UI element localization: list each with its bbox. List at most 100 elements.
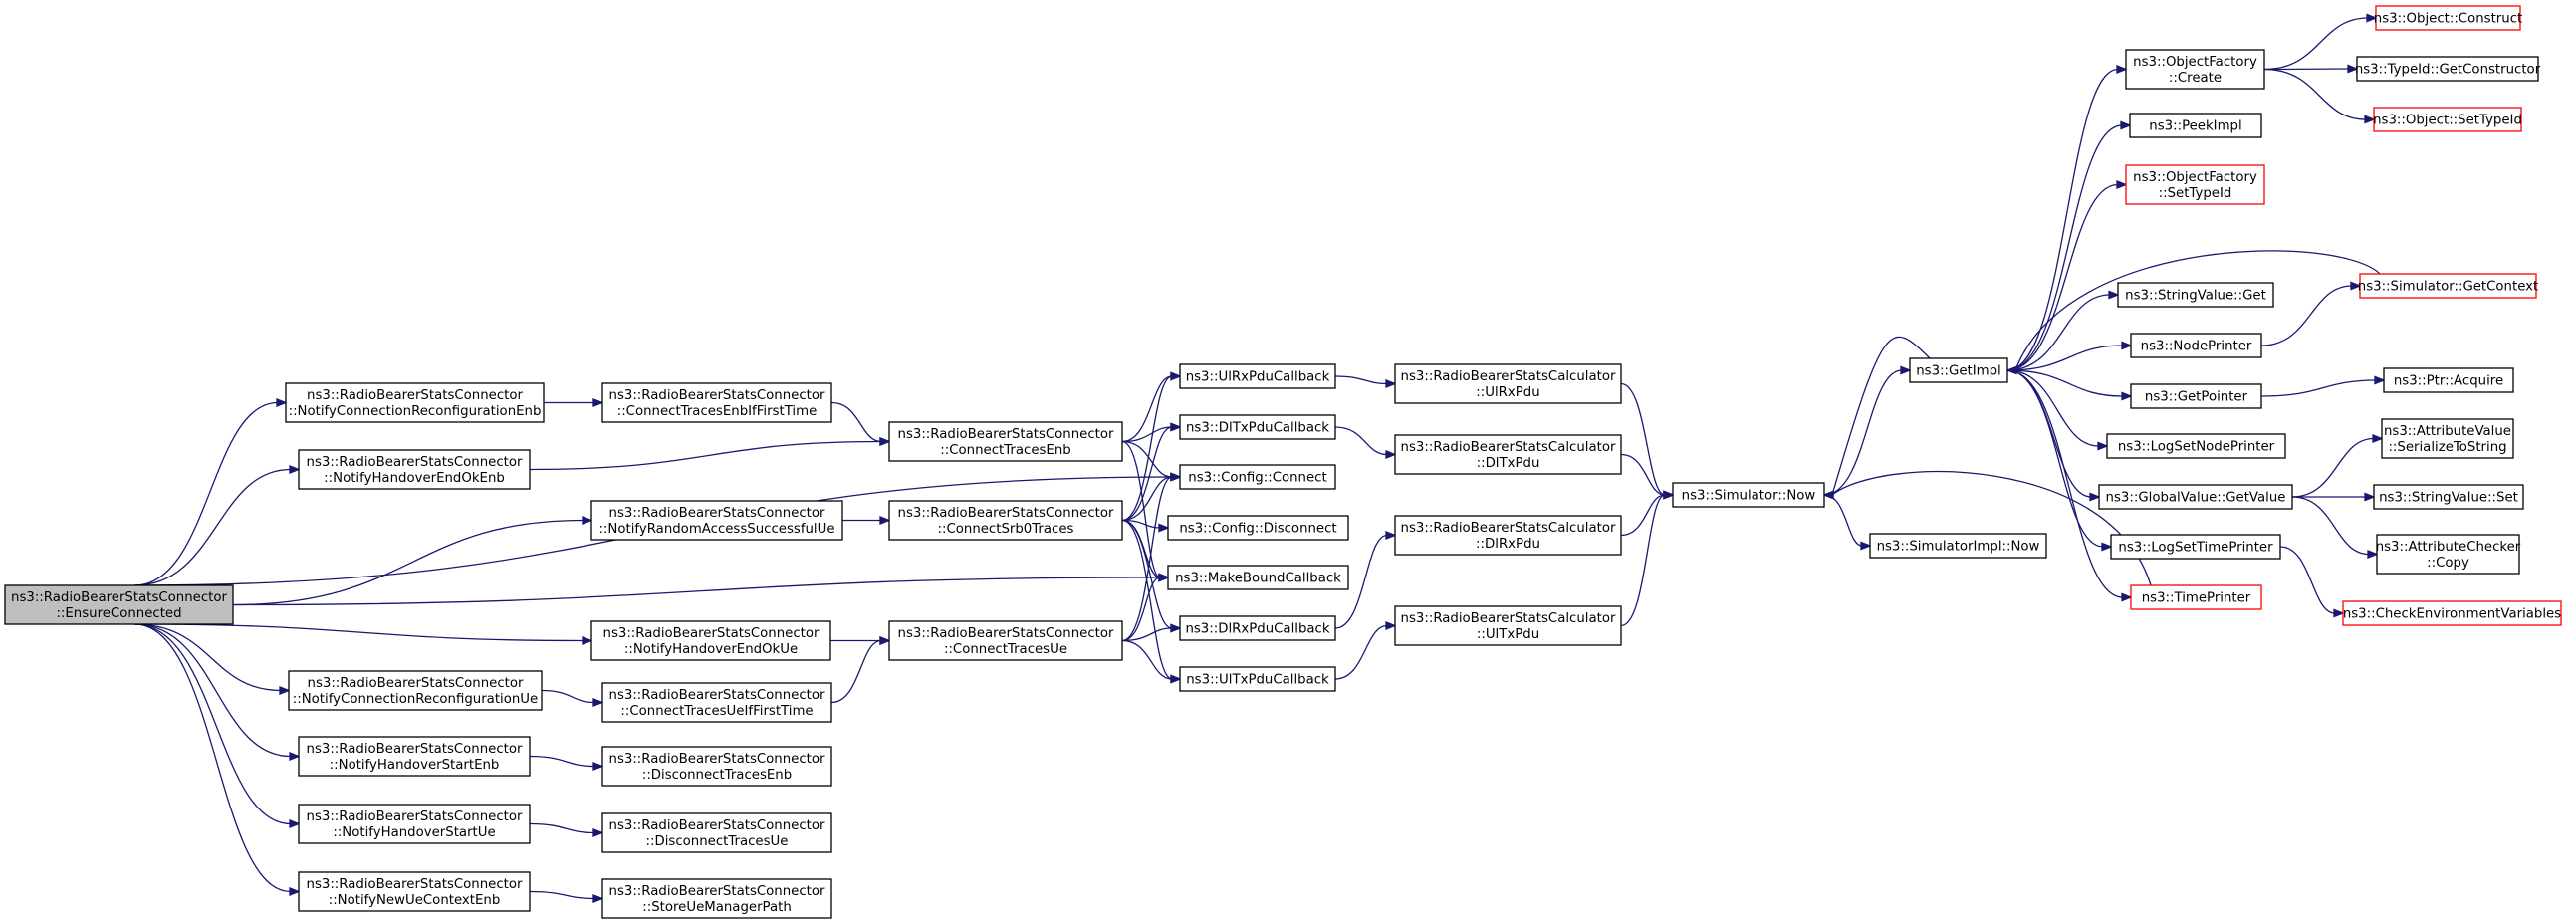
graph-node-getPointer[interactable]: ns3::GetPointer: [2130, 383, 2262, 409]
graph-node-simImplNow[interactable]: ns3::SimulatorImpl::Now: [1869, 533, 2047, 559]
node-box: [2376, 534, 2520, 575]
graph-node-timePrinter[interactable]: ns3::TimePrinter: [2130, 584, 2262, 610]
edge-nNewUeCtx-to-storeUe: [529, 890, 595, 900]
edge-arrowhead: [2347, 64, 2359, 74]
node-label: ::StoreUeManagerPath: [642, 900, 792, 915]
node-label: ns3::RadioBearerStatsConnector: [609, 884, 825, 899]
node-label: ns3::AttributeValue: [2384, 424, 2511, 439]
graph-node-mkBound[interactable]: ns3::MakeBoundCallback: [1167, 565, 1349, 590]
edge-arrowhead: [2333, 608, 2345, 618]
edge-ulRxCb-to-calcUlRx: [1334, 375, 1388, 385]
edge-calcDlTx-to-simNow: [1620, 453, 1666, 496]
graph-node-nNewUeCtx[interactable]: ns3::RadioBearerStatsConnector::NotifyNe…: [298, 871, 531, 912]
graph-node-cEnb[interactable]: ns3::RadioBearerStatsConnector::ConnectT…: [888, 421, 1123, 462]
node-label: ns3::UlRxPduCallback: [1186, 370, 1330, 385]
graph-node-nConnRecEnb[interactable]: ns3::RadioBearerStatsConnector::NotifyCo…: [285, 382, 545, 423]
edge-arrowhead: [279, 686, 291, 695]
node-label: ::ConnectTracesEnbIfFirstTime: [617, 404, 818, 419]
graph-node-strValSet[interactable]: ns3::StringValue::Set: [2373, 484, 2524, 510]
graph-node-dlRxCb[interactable]: ns3::DlRxPduCallback: [1179, 615, 1336, 641]
graph-node-calcUlTx[interactable]: ns3::RadioBearerStatsCalculator::UlTxPdu: [1394, 605, 1622, 646]
graph-node-objFactCreate[interactable]: ns3::ObjectFactory::Create: [2125, 49, 2265, 90]
edge-arrowhead: [289, 752, 301, 761]
edge-arrowhead: [2350, 281, 2362, 291]
node-box: [888, 500, 1123, 541]
graph-node-attrChkCopy[interactable]: ns3::AttributeChecker::Copy: [2376, 534, 2521, 575]
edge-cSrb0-to-cfgDisconnect: [1121, 519, 1161, 529]
node-box: [2125, 49, 2265, 90]
graph-node-nConnRecUe[interactable]: ns3::RadioBearerStatsConnector::NotifyCo…: [288, 670, 543, 711]
edge-dlTxCb-to-calcDlTx: [1334, 426, 1388, 456]
graph-node-nHoEndOkEnb[interactable]: ns3::RadioBearerStatsConnector::NotifyHa…: [298, 449, 531, 490]
graph-node-cfgConnect[interactable]: ns3::Config::Connect: [1179, 464, 1336, 490]
edge-arrowhead: [582, 636, 593, 645]
graph-node-peekImpl[interactable]: ns3::PeekImpl: [2129, 113, 2262, 138]
node-label: ns3::RadioBearerStatsConnector: [609, 388, 825, 403]
graph-node-logSetTime[interactable]: ns3::LogSetTimePrinter: [2110, 534, 2281, 560]
graph-node-checkEnv[interactable]: ns3::CheckEnvironmentVariables: [2342, 600, 2562, 626]
graph-node-ptrAcquire[interactable]: ns3::Ptr::Acquire: [2383, 367, 2514, 393]
node-label: ::ConnectSrb0Traces: [938, 522, 1074, 537]
graph-node-strValGet[interactable]: ns3::StringValue::Get: [2117, 282, 2274, 308]
node-box: [1394, 605, 1622, 646]
graph-node-dlTxCb[interactable]: ns3::DlTxPduCallback: [1179, 414, 1336, 440]
graph-node-simNow[interactable]: ns3::Simulator::Now: [1672, 482, 1825, 508]
graph-node-nHoEndOkUe[interactable]: ns3::RadioBearerStatsConnector::NotifyHa…: [590, 620, 831, 661]
graph-node-storeUe[interactable]: ns3::RadioBearerStatsConnector::StoreUeM…: [601, 878, 832, 919]
edge-cUe-to-cfgConnect: [1121, 476, 1173, 642]
node-box: [1179, 464, 1336, 490]
graph-node-cUeIfFirst[interactable]: ns3::RadioBearerStatsConnector::ConnectT…: [601, 682, 832, 723]
graph-node-dUe[interactable]: ns3::RadioBearerStatsConnector::Disconne…: [601, 812, 832, 853]
node-box: [2117, 282, 2274, 308]
node-box: [4, 584, 234, 625]
edge-arrowhead: [1158, 523, 1170, 533]
node-label: ns3::GetImpl: [1916, 364, 2000, 379]
node-label: ::DlTxPdu: [1477, 456, 1540, 471]
node-label: ns3::Ptr::Acquire: [2394, 374, 2503, 389]
graph-node-attrValSer[interactable]: ns3::AttributeValue::SerializeToString: [2381, 418, 2514, 459]
edge-root-to-mkBound: [232, 577, 1161, 606]
graph-node-objSetTid[interactable]: ns3::Object::SetTypeId: [2373, 107, 2522, 132]
graph-node-ulTxCb[interactable]: ns3::UlTxPduCallback: [1179, 666, 1336, 692]
edge-arrowhead: [592, 762, 604, 771]
node-label: ns3::RadioBearerStatsConnector: [609, 752, 825, 767]
graph-node-calcDlRx[interactable]: ns3::RadioBearerStatsCalculator::DlRxPdu: [1394, 515, 1622, 556]
graph-node-cEnbIfFirst[interactable]: ns3::RadioBearerStatsConnector::ConnectT…: [601, 382, 832, 423]
node-box: [1672, 482, 1825, 508]
edge-root-to-nHoEndOkUe: [133, 623, 585, 642]
graph-node-cSrb0[interactable]: ns3::RadioBearerStatsConnector::ConnectS…: [888, 500, 1123, 541]
edge-arrowhead: [582, 516, 593, 525]
graph-node-objConstruct[interactable]: ns3::Object::Construct: [2374, 5, 2522, 31]
node-label: ::ConnectTracesUe: [944, 642, 1067, 657]
graph-node-gvGetValue[interactable]: ns3::GlobalValue::GetValue: [2098, 484, 2293, 510]
node-label: ns3::GetPointer: [2145, 390, 2248, 405]
node-box: [2383, 367, 2514, 393]
node-label: ns3::GlobalValue::GetValue: [2106, 491, 2286, 506]
graph-node-simGetCtx[interactable]: ns3::Simulator::GetContext: [2358, 273, 2538, 299]
edge-arrowhead: [1170, 623, 1182, 633]
graph-node-root[interactable]: ns3::RadioBearerStatsConnector::EnsureCo…: [4, 584, 234, 625]
node-box: [2098, 484, 2293, 510]
edge-simGetCtx-to-getImpl: [2014, 250, 2381, 371]
graph-node-dEnb[interactable]: ns3::RadioBearerStatsConnector::Disconne…: [601, 746, 832, 787]
node-box: [298, 804, 531, 844]
graph-node-objFactSetTid[interactable]: ns3::ObjectFactory::SetTypeId: [2125, 164, 2265, 205]
graph-node-tidGetCtor[interactable]: ns3::TypeId::GetConstructor: [2355, 56, 2541, 82]
graph-node-logSetNode[interactable]: ns3::LogSetNodePrinter: [2106, 433, 2286, 459]
node-label: ns3::RadioBearerStatsConnector: [603, 626, 820, 641]
edge-arrowhead: [592, 894, 604, 903]
graph-node-nodePrinter[interactable]: ns3::NodePrinter: [2130, 333, 2262, 358]
node-label: ::UlRxPdu: [1476, 385, 1539, 400]
graph-node-calcDlTx[interactable]: ns3::RadioBearerStatsCalculator::DlTxPdu: [1394, 434, 1622, 475]
graph-node-cfgDisconnect[interactable]: ns3::Config::Disconnect: [1167, 515, 1349, 541]
graph-node-nRandAcc[interactable]: ns3::RadioBearerStatsConnector::NotifyRa…: [590, 500, 843, 541]
edge-gvGetValue-to-attrChkCopy: [2291, 496, 2370, 556]
graph-node-getImpl[interactable]: ns3::GetImpl: [1909, 357, 2008, 383]
edge-getImpl-to-objFactSetTid: [2006, 183, 2119, 371]
graph-node-ulRxCb[interactable]: ns3::UlRxPduCallback: [1179, 363, 1336, 389]
graph-node-nHoStartEnb[interactable]: ns3::RadioBearerStatsConnector::NotifyHa…: [298, 736, 531, 777]
graph-node-nHoStartUe[interactable]: ns3::RadioBearerStatsConnector::NotifyHa…: [298, 804, 531, 844]
graph-node-cUe[interactable]: ns3::RadioBearerStatsConnector::ConnectT…: [888, 620, 1123, 661]
graph-node-calcUlRx[interactable]: ns3::RadioBearerStatsCalculator::UlRxPdu: [1394, 363, 1622, 404]
node-label: ::DisconnectTracesUe: [646, 834, 789, 849]
